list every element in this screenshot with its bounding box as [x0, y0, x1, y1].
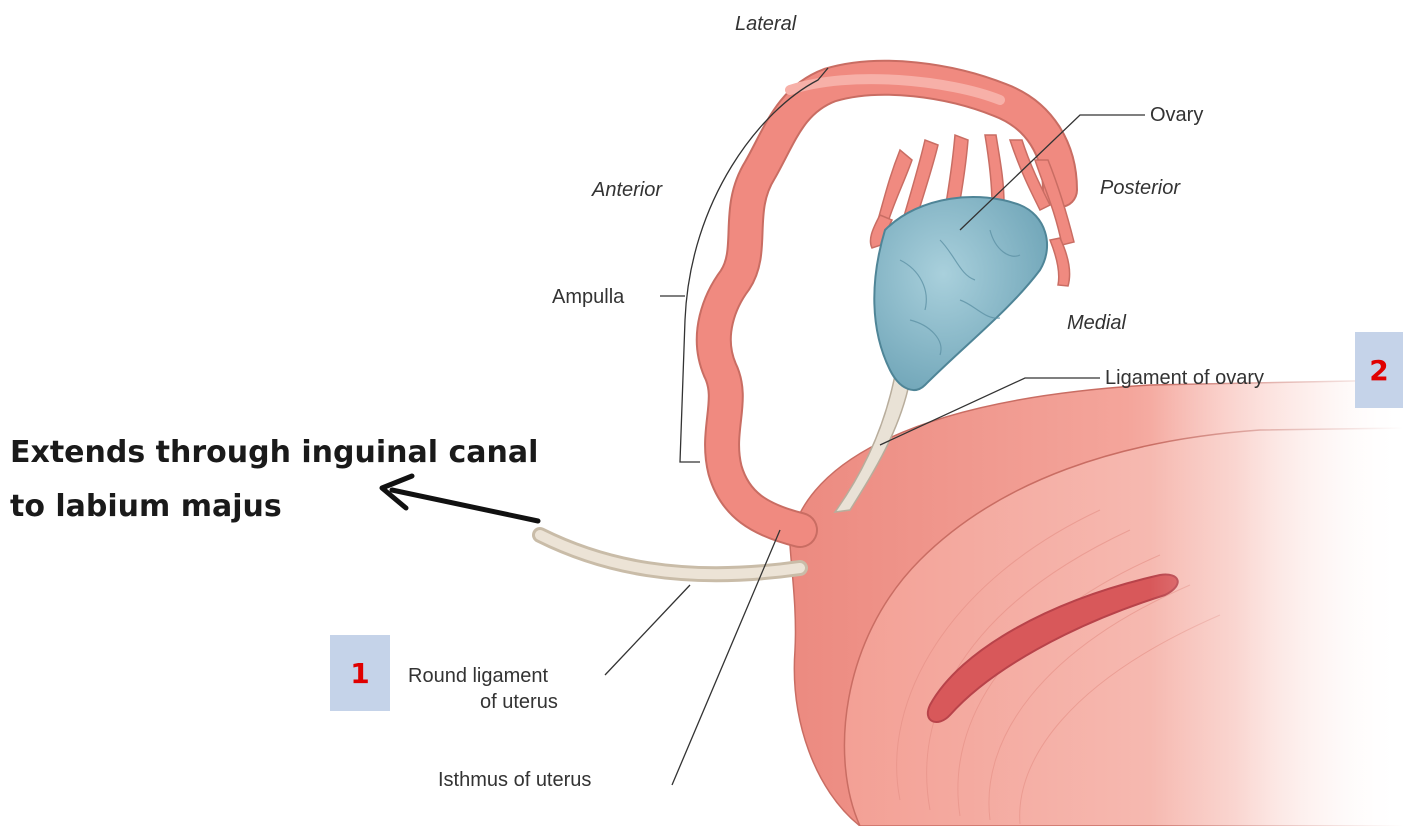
ovary-label: Ovary: [1150, 103, 1203, 127]
fade-overlay: [1150, 360, 1403, 826]
anterior-label: Anterior: [592, 178, 662, 202]
round-ligament-label-line1: Round ligament: [408, 664, 548, 688]
medial-label: Medial: [1067, 311, 1126, 335]
lateral-label: Lateral: [735, 12, 796, 36]
ovary-shape: [874, 197, 1047, 390]
round-ligament-label-line2: of uterus: [480, 690, 558, 714]
callout-line1: Extends through inguinal canal: [10, 434, 538, 472]
callout-arrow: [382, 476, 538, 521]
isthmus-label: Isthmus of uterus: [438, 768, 591, 792]
ampulla-label: Ampulla: [552, 285, 624, 309]
ligament-of-ovary-label: Ligament of ovary: [1105, 366, 1264, 390]
posterior-label: Posterior: [1100, 176, 1180, 200]
badge-1: 1: [330, 635, 390, 711]
callout-line2: to labium majus: [10, 488, 282, 526]
badge-2: 2: [1355, 332, 1403, 408]
